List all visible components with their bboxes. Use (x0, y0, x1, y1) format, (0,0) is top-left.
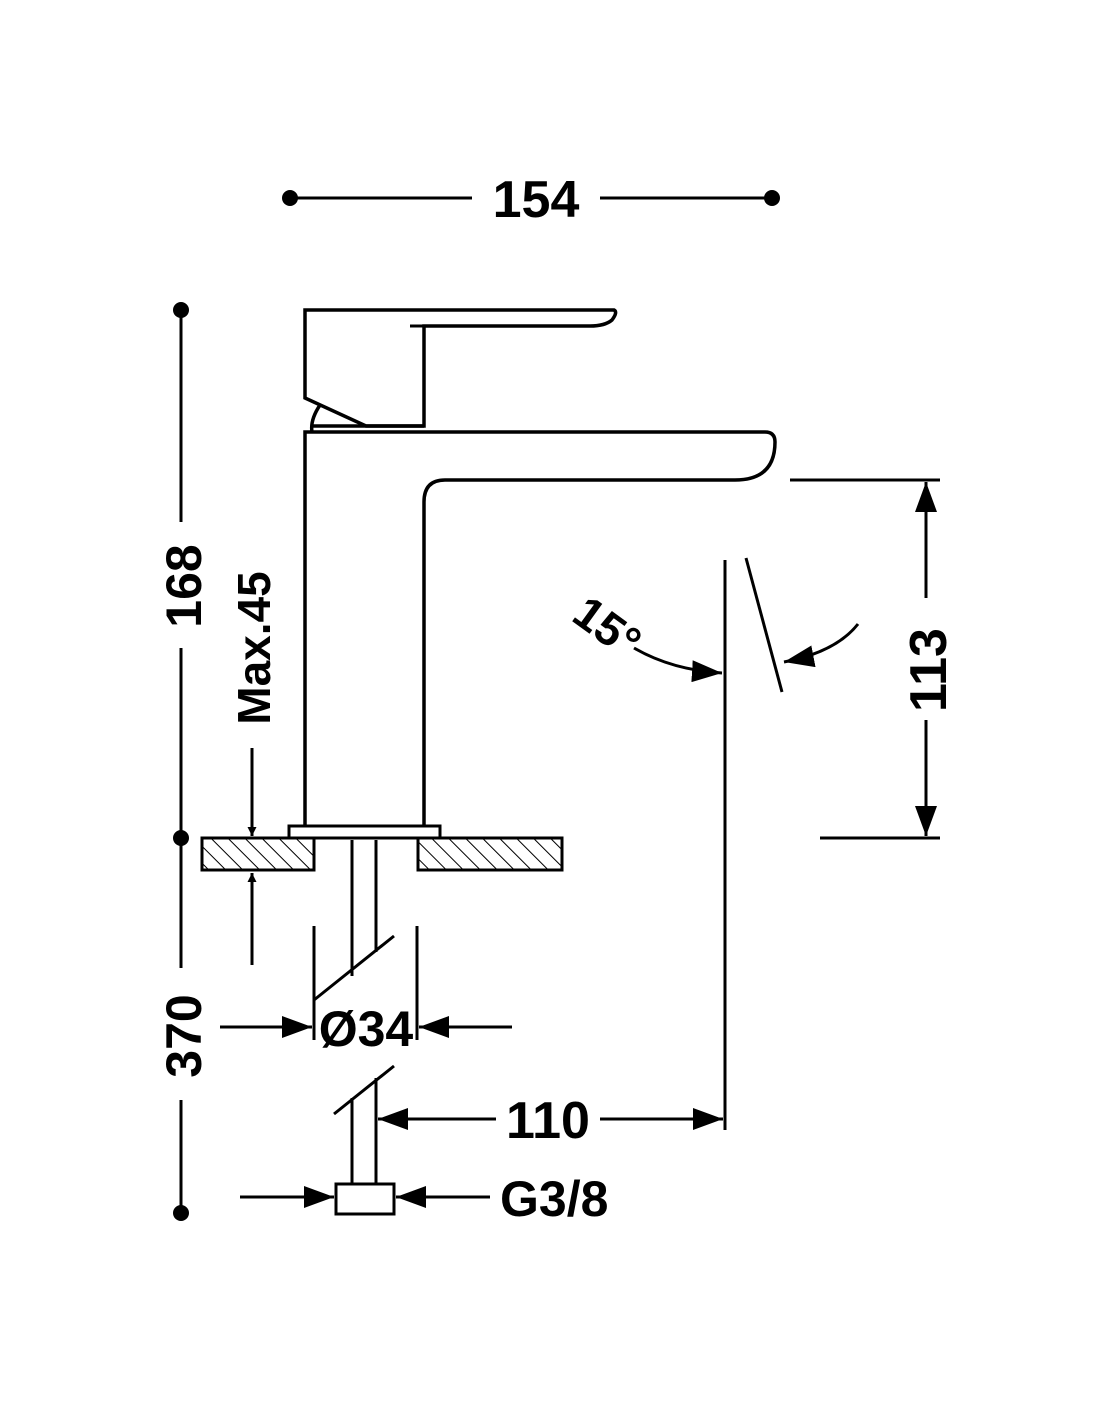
dimension-spout-tilt: 15° (564, 557, 860, 693)
lever-skirt (309, 404, 424, 433)
dimension-hole-diameter: Ø34 (220, 926, 512, 1057)
faucet-base-plate (287, 824, 442, 840)
angle-arc-left (633, 646, 723, 683)
supply-hose (313, 840, 396, 1216)
countertop-left (200, 836, 316, 872)
dimension-thread: G3/8 (240, 1171, 608, 1227)
dimension-endpoint (173, 1205, 189, 1221)
break-line-top (313, 934, 395, 1002)
dimension-endpoint (173, 830, 189, 846)
countertop-section (200, 836, 564, 872)
tilted-flow-line (744, 557, 784, 693)
dimension-spout-height: 113 (790, 478, 958, 840)
total-width-label: 154 (493, 171, 580, 229)
max-thickness-label: Max.45 (228, 571, 280, 724)
thread-label: G3/8 (500, 1171, 608, 1227)
hose-length-label: 370 (156, 994, 212, 1077)
spout-tilt-label: 15° (564, 586, 651, 669)
hose-connector-nut (334, 1182, 396, 1216)
faucet-body-spout (303, 430, 777, 826)
spout-reach-label: 110 (506, 1092, 590, 1150)
angle-arc-right (783, 623, 860, 668)
faucet (287, 308, 777, 840)
hole-diameter-label: Ø34 (319, 1001, 414, 1057)
dimension-endpoint (173, 302, 189, 318)
countertop-right (416, 836, 564, 872)
break-line-bottom (333, 1064, 395, 1116)
total-height-label: 168 (156, 544, 212, 627)
dimension-left-vertical: 168 370 (156, 302, 212, 1221)
spout-height-label: 113 (900, 628, 958, 712)
dimension-spout-reach: 110 (378, 560, 727, 1150)
dimension-deck-thickness: Max.45 (202, 571, 280, 965)
faucet-lever (303, 308, 618, 428)
dimension-total-width: 154 (282, 171, 780, 229)
